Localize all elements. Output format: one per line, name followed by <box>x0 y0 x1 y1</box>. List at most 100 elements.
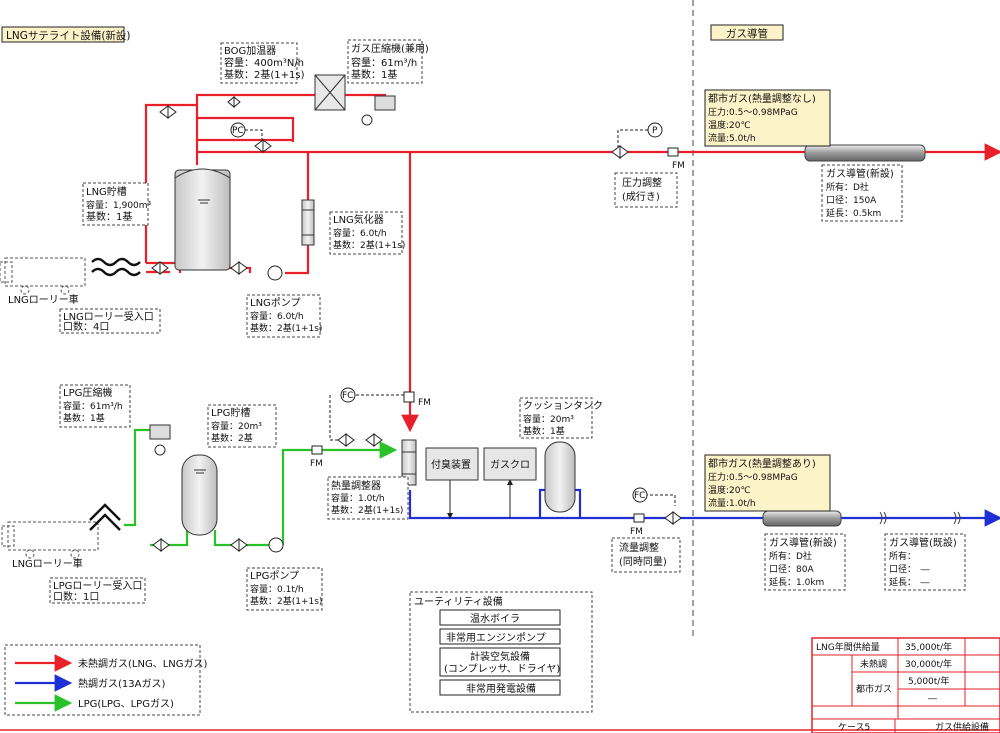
legend: 未熱調ガス(LNG、LNGガス) 熱調ガス(13Aガス) LPG(LPG、LPG… <box>4 644 208 716</box>
gas-compressor-shape <box>361 95 396 126</box>
lng-lorry-inlet-name: LNGローリー受入口 <box>63 311 154 323</box>
summary-row3-value: 5,000t/年 <box>908 675 949 687</box>
cushion-tank-name: クッションタンク <box>523 400 603 412</box>
lng-pump-capacity: 容量：6.0t/h <box>250 310 304 322</box>
legend-item-0-label: 未熱調ガス(LNG、LNGガス) <box>78 657 208 670</box>
flow-meters <box>311 147 679 523</box>
lng-vaporizer-count: 基数：2基(1+1s) <box>333 239 405 251</box>
lng-pump-count: 基数：2基(1+1s) <box>250 322 322 334</box>
fm-label-3: FM <box>310 459 323 469</box>
summary-row2-label: 未熱調 <box>860 658 887 670</box>
pumps <box>267 265 284 553</box>
lpg-tank-count: 基数：2基 <box>211 432 253 444</box>
city-gas-upper-flow: 流量:5.0t/h <box>708 132 756 144</box>
fm-label-2: FM <box>418 398 431 408</box>
odorizer-label: 付臭装置 <box>431 458 471 471</box>
lpg-compressor-shape <box>149 424 171 456</box>
gas-chromatograph-label: ガスクロ <box>490 459 530 471</box>
summary-row1-value: 35,000t/年 <box>905 641 952 653</box>
fm-label-1: FM <box>672 161 685 171</box>
lpg-tank-shape <box>181 454 218 536</box>
pipe-lower-new-diameter: 口径：80A <box>769 563 814 575</box>
summary-row2-value: 30,000t/年 <box>905 658 952 670</box>
pipe-upper-owner: 所有：D社 <box>826 181 869 193</box>
pipe-upper-length: 延長：0.5km <box>826 207 881 219</box>
hoses <box>89 257 141 531</box>
info-box-frames <box>49 39 966 713</box>
odorizer-shape: 付臭装置 <box>425 447 479 481</box>
city-gas-lower-flow: 流量:1.0t/h <box>708 497 756 509</box>
bog-heater-capacity: 容量：400m³N/h <box>224 56 304 69</box>
fm-label-4: FM <box>630 527 643 537</box>
utility-item-0: 温水ボイラ <box>470 613 520 625</box>
utilities-title: ユーティリティ設備 <box>414 595 503 608</box>
city-gas-note-lower: 都市ガス(熱量調整あり) 圧力:0.5～0.98MPaG 温度:20℃ 流量:1… <box>704 454 831 512</box>
utility-item-3: (コンプレッサ、ドライヤ) <box>444 663 560 675</box>
lpg-tank-name: LPG貯槽 <box>211 406 250 419</box>
fc-indicator-upper <box>340 387 356 403</box>
section-title-pipeline: ガス導管 <box>726 27 768 40</box>
valves <box>151 95 682 552</box>
lpg-lorry-truck-shape <box>1 521 99 559</box>
pipe-upper-diameter: 口径：150A <box>826 194 877 206</box>
lng-lorry-truck-shape <box>0 257 86 295</box>
summary-case: ケース5 <box>838 722 870 733</box>
bog-heater-count: 基数：2基(1+1s) <box>224 68 305 81</box>
lng-tank-count: 基数：1基 <box>86 210 132 223</box>
lpg-compressor-capacity: 容量：61m³/h <box>63 400 123 412</box>
bog-heater-name: BOG加温器 <box>224 45 276 57</box>
cushion-tank-shape <box>544 441 576 513</box>
calorie-adjuster-shape <box>401 439 417 486</box>
pressure-reg-line2: (成行き) <box>622 190 660 203</box>
lng-tank-name: LNG貯槽 <box>86 185 127 198</box>
calorie-adjuster-count: 基数：2基(1+1s) <box>331 504 403 516</box>
fc-label-upper: FC <box>342 391 353 401</box>
lng-tank-capacity: 容量：1,900m³ <box>86 199 152 211</box>
utilities-panel: ユーティリティ設備 温水ボイラ 非常用エンジンポンプ 計装空気設備 (コンプレッ… <box>414 595 561 696</box>
city-gas-lower-temp: 温度:20℃ <box>708 484 751 496</box>
pc-label: PC <box>232 126 244 136</box>
summary-row1-label: LNG年間供給量 <box>816 641 880 653</box>
utility-item-4: 非常用発電設備 <box>466 682 536 695</box>
lpg-lorry-inlet-count: 口数：1口 <box>53 590 99 603</box>
lpg-compressor-count: 基数：1基 <box>63 412 105 424</box>
pipe-lower-new-title: ガス導管(新設) <box>769 536 837 549</box>
lng-vaporizer-name: LNG気化器 <box>333 213 384 226</box>
summary-title: ガス供給設備 <box>935 721 989 733</box>
lpg-tank-capacity: 容量：20m³ <box>211 420 262 432</box>
pipe-lower-existing-title: ガス導管(既設) <box>889 536 957 549</box>
bog-heater-shape <box>314 74 346 111</box>
p-indicator <box>647 122 663 138</box>
city-gas-upper-pressure: 圧力:0.5～0.98MPaG <box>708 106 798 118</box>
city-gas-lower-pressure: 圧力:0.5～0.98MPaG <box>708 471 798 483</box>
cushion-tank-count: 基数：1基 <box>523 425 565 437</box>
city-gas-lower-title: 都市ガス(熱量調整あり) <box>708 457 816 470</box>
pressure-reg-line1: 圧力調整 <box>622 176 662 189</box>
section-title-lng: LNGサテライト設備(新設) <box>6 29 131 42</box>
lng-tank-shape <box>174 168 231 271</box>
pipe-lower-existing-length: 延長： ― <box>889 576 930 588</box>
section-header-lng: LNGサテライト設備(新設) <box>1 26 131 43</box>
pipe-lower-new-length: 延長：1.0km <box>769 576 824 588</box>
pipe-upper-title: ガス導管(新設) <box>826 167 894 180</box>
calorie-adjuster-name: 熱量調整器 <box>331 479 381 492</box>
fc-indicator-lower <box>632 487 648 503</box>
pipe-lower-existing-diameter: 口径： ― <box>889 563 930 575</box>
gas-mixer-count: 基数：1基 <box>351 68 397 81</box>
summary-row4-value: ― <box>928 694 937 704</box>
city-gas-upper-title: 都市ガス(熱量調整なし) <box>708 92 816 105</box>
city-gas-note-upper: 都市ガス(熱量調整なし) 圧力:0.5～0.98MPaG 温度:20℃ 流量:5… <box>704 89 831 147</box>
flow-reg-line2: (同時同量) <box>619 556 667 568</box>
legend-item-2-label: LPG(LPG、LPGガス) <box>78 698 174 710</box>
utility-item-1: 非常用エンジンポンプ <box>446 631 546 644</box>
gas-chromatograph-shape: ガスクロ <box>483 447 537 481</box>
pipe-breaks <box>879 511 961 525</box>
p-label: P <box>652 126 658 136</box>
pipe-cylinder-upper <box>804 144 926 162</box>
pipe-lower-existing-owner: 所有： <box>889 550 916 562</box>
pipe-cylinder-lower <box>762 510 842 527</box>
city-gas-upper-temp: 温度:20℃ <box>708 119 751 131</box>
pipe-lower-new-owner: 所有：D社 <box>769 550 812 562</box>
